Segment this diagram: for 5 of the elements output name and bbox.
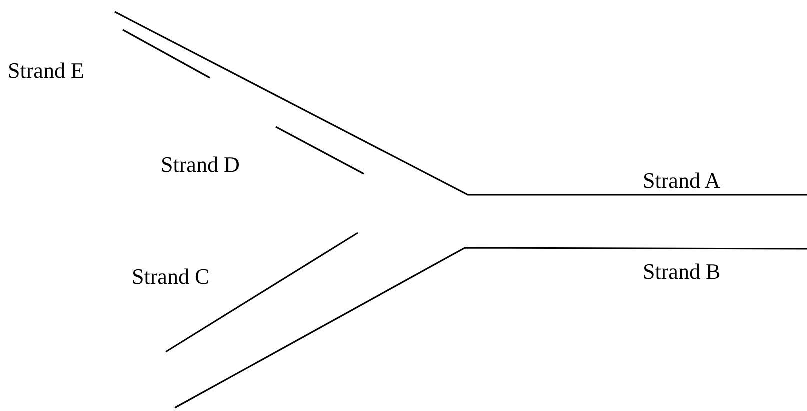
strand-label: Strand E (8, 60, 84, 82)
strand-label: Strand C (132, 266, 210, 288)
strand-label: Strand B (643, 261, 721, 283)
strand-label: Strand D (161, 154, 240, 176)
strand-label: Strand A (643, 170, 721, 192)
